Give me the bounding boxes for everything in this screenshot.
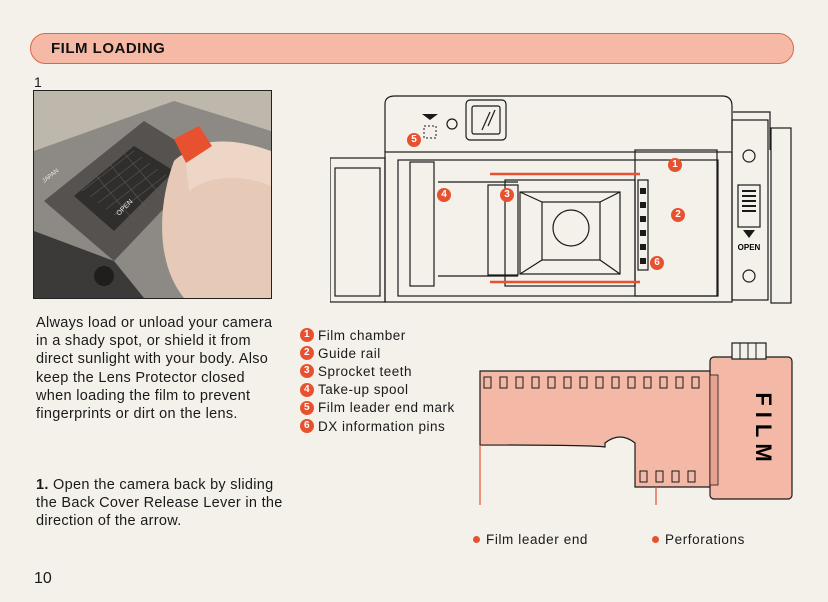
camera-photo: OPEN JAPAN [33,90,272,299]
step-1: 1. Open the camera back by sliding the B… [36,476,296,531]
legend-number-badge: 6 [300,419,314,434]
camera-back-drawing: OPEN [329,95,792,304]
diagram-badge-3: 3 [500,188,514,202]
film-cartridge-diagram: FILM [470,335,800,533]
diagram-badge-2: 2 [671,208,685,222]
legend-item: 5 Film leader end mark [300,399,455,417]
legend-number-badge: 5 [300,400,314,415]
camera-photo-illustration: OPEN JAPAN [34,91,271,298]
legend-item: 2 Guide rail [300,344,455,362]
callout-film-leader-end: Film leader end [473,532,588,547]
diagram-badge-1: 1 [668,158,682,172]
page-number: 10 [34,570,52,587]
figure-number: 1 [34,74,42,90]
section-banner: FILM LOADING [30,33,794,64]
callout-label: Film leader end [486,532,589,547]
legend-number-badge: 1 [300,328,314,343]
diagram-badge-4: 4 [437,188,451,202]
body-paragraph: Always load or unload your camera in a s… [36,315,273,423]
callout-label: Perforations [665,532,745,547]
legend-number-badge: 3 [300,364,314,379]
legend-label: DX information pins [318,418,446,434]
diagram-open-label: OPEN [738,243,761,252]
callout-dot-icon [473,536,480,543]
callout-dot-icon [652,536,659,543]
legend-label: Film leader end mark [318,400,455,416]
film-label: FILM [751,392,776,467]
section-title: FILM LOADING [51,40,166,57]
legend-label: Film chamber [318,327,406,343]
legend-item: 4 Take-up spool [300,381,455,399]
legend-number-badge: 4 [300,382,314,397]
callout-perforations: Perforations [652,532,745,547]
legend-number-badge: 2 [300,346,314,361]
film-cartridge-drawing: FILM [479,342,793,533]
legend-label: Take-up spool [318,382,409,398]
legend-item: 3 Sprocket teeth [300,362,455,380]
legend-label: Guide rail [318,345,381,361]
step-text: Open the camera back by sliding the Back… [36,477,283,530]
legend-item: 6 DX information pins [300,417,455,435]
diagram-badge-6: 6 [650,256,664,270]
legend-item: 1 Film chamber [300,326,455,344]
legend-label: Sprocket teeth [318,363,413,379]
parts-legend: 1 Film chamber 2 Guide rail 3 Sprocket teet… [300,326,455,435]
camera-back-diagram: OPEN 5 1 4 3 2 6 [329,90,800,325]
diagram-badge-5: 5 [407,133,421,147]
step-number: 1. [36,477,49,493]
